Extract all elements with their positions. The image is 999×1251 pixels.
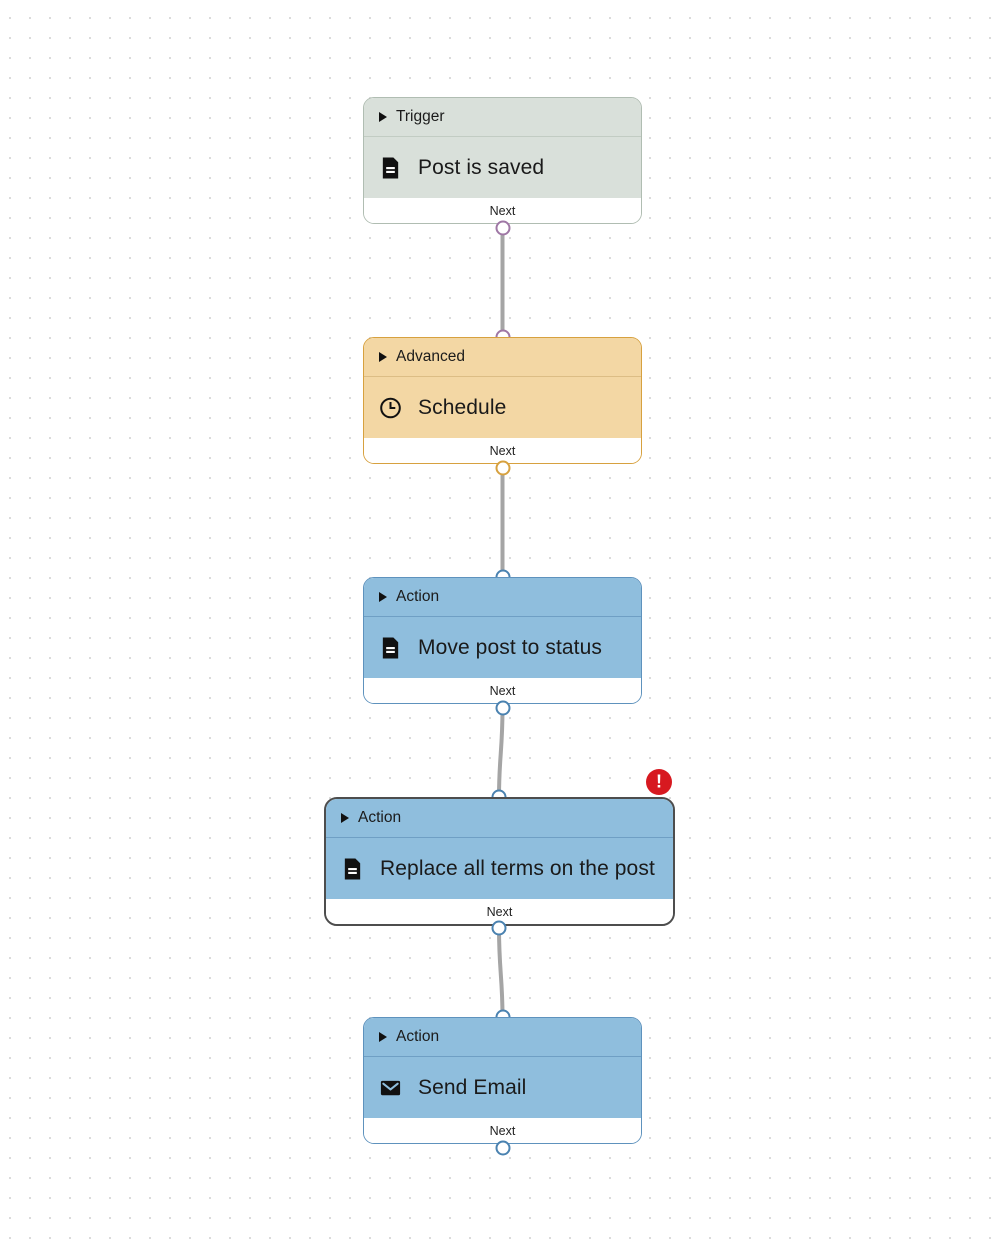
chevron-right-icon[interactable] — [379, 1032, 387, 1042]
node-header[interactable]: Action — [326, 799, 673, 838]
node-footer-next[interactable]: Next — [364, 678, 641, 703]
node-category-label: Action — [396, 588, 440, 605]
node-footer-label: Next — [486, 904, 513, 919]
node-category-label: Action — [396, 1028, 440, 1045]
node-footer-next[interactable]: Next — [364, 1118, 641, 1143]
node-body[interactable]: Post is saved — [364, 137, 641, 198]
document-icon — [344, 857, 361, 880]
node-title: Move post to status — [418, 635, 602, 659]
node-category-label: Trigger — [396, 108, 445, 125]
node-title: Replace all terms on the post — [380, 856, 655, 880]
node-title: Send Email — [418, 1075, 527, 1099]
node-header[interactable]: Action — [364, 578, 641, 617]
node-body[interactable]: Move post to status — [364, 617, 641, 678]
workflow-node-action-move-post[interactable]: Action Move post to status Next — [363, 577, 642, 704]
node-body[interactable]: Replace all terms on the post — [326, 838, 673, 899]
node-title: Schedule — [418, 395, 507, 419]
node-footer-label: Next — [489, 203, 516, 218]
node-category-label: Advanced — [396, 348, 465, 365]
node-body[interactable]: Send Email — [364, 1057, 641, 1118]
node-footer-next[interactable]: Next — [364, 438, 641, 463]
error-badge[interactable]: ! — [646, 769, 672, 795]
node-output-port-advanced[interactable] — [495, 460, 510, 476]
workflow-node-advanced[interactable]: Advanced Schedule Next — [363, 337, 642, 464]
clock-icon — [380, 397, 401, 418]
workflow-node-action-replace-terms[interactable]: Action Replace all terms on the post Nex… — [324, 797, 675, 926]
node-output-port-trigger[interactable] — [495, 220, 510, 236]
node-header[interactable]: Advanced — [364, 338, 641, 377]
workflow-node-action-send-email[interactable]: Action Send Email Next — [363, 1017, 642, 1144]
node-footer-next[interactable]: Next — [364, 198, 641, 223]
document-icon — [382, 636, 399, 659]
chevron-right-icon[interactable] — [341, 813, 349, 823]
node-footer-label: Next — [489, 683, 516, 698]
node-output-port-move-post[interactable] — [495, 700, 510, 716]
node-footer-label: Next — [489, 1123, 516, 1138]
node-header[interactable]: Action — [364, 1018, 641, 1057]
node-output-port-replace-terms[interactable] — [491, 920, 507, 936]
chevron-right-icon[interactable] — [379, 112, 387, 122]
node-category-label: Action — [358, 809, 402, 826]
node-header[interactable]: Trigger — [364, 98, 641, 137]
workflow-node-trigger[interactable]: Trigger Post is saved Next — [363, 97, 642, 224]
exclamation-icon: ! — [656, 771, 662, 792]
node-footer-label: Next — [489, 443, 516, 458]
chevron-right-icon[interactable] — [379, 352, 387, 362]
node-body[interactable]: Schedule — [364, 377, 641, 438]
chevron-right-icon[interactable] — [379, 592, 387, 602]
envelope-icon — [380, 1080, 401, 1095]
node-output-port-send-email[interactable] — [495, 1140, 510, 1156]
node-title: Post is saved — [418, 155, 545, 179]
document-icon — [382, 156, 399, 179]
node-footer-next[interactable]: Next — [326, 899, 673, 924]
